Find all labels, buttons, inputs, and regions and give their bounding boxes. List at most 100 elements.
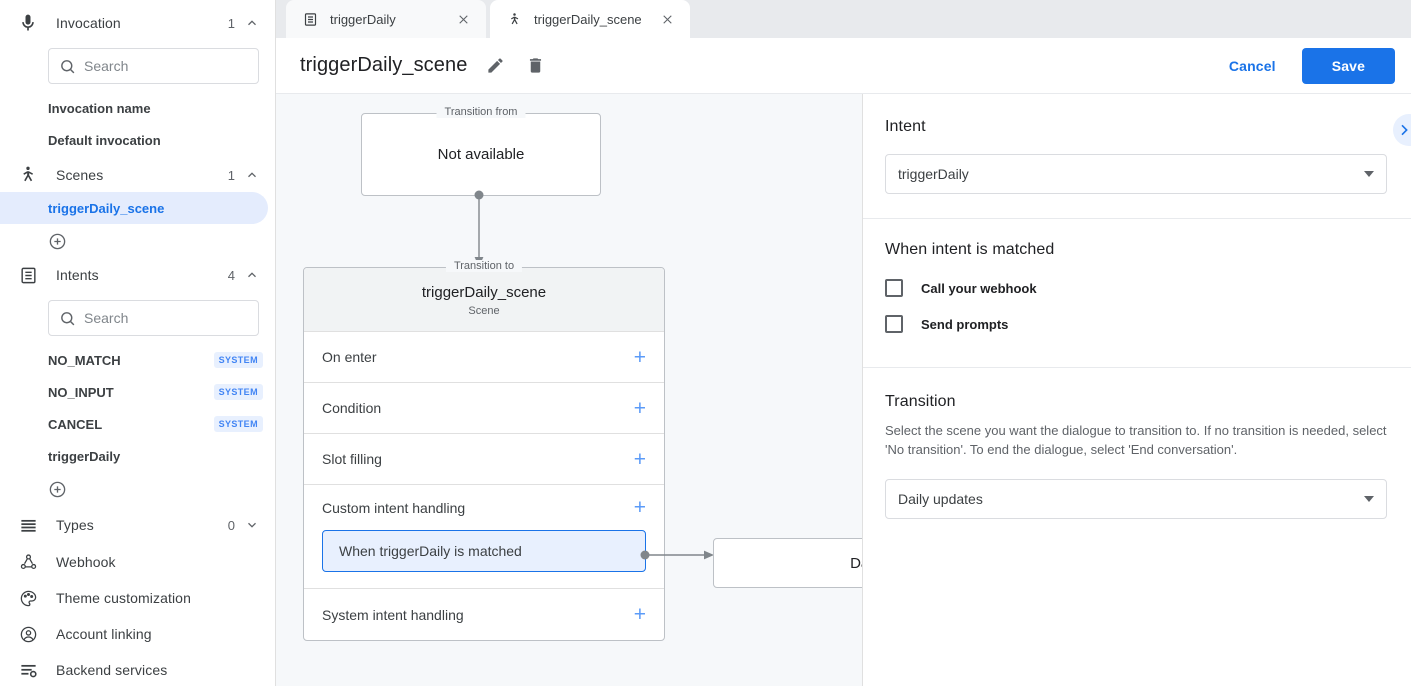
- sidebar-item-label: Default invocation: [48, 132, 161, 148]
- chevron-down-icon[interactable]: [245, 518, 259, 532]
- sidebar-item-label: Account linking: [56, 626, 152, 642]
- sidebar-item-triggerdaily-scene[interactable]: triggerDaily_scene: [0, 192, 268, 224]
- sidebar-section-label: Scenes: [56, 167, 104, 183]
- send-prompts-checkbox[interactable]: [885, 315, 903, 333]
- intent-select[interactable]: triggerDaily: [885, 154, 1387, 194]
- transition-from-node[interactable]: Transition from Not available: [361, 106, 601, 196]
- tab-label: triggerDaily_scene: [534, 11, 642, 27]
- sidebar-section-scenes[interactable]: Scenes 1: [0, 158, 275, 192]
- body-area: Transition from Not available Transition…: [276, 94, 1411, 686]
- intents-search-input[interactable]: [84, 310, 248, 326]
- sidebar-item-backend-services[interactable]: Backend services: [0, 652, 275, 686]
- connector-arrow-right: [640, 550, 714, 560]
- add-icon[interactable]: +: [633, 496, 646, 519]
- add-intent-button[interactable]: [0, 472, 275, 506]
- scene-row-slot-filling[interactable]: Slot filling +: [304, 434, 664, 485]
- sidebar-section-count: 0: [227, 517, 235, 533]
- sidebar-item-label: NO_MATCH: [48, 352, 121, 368]
- intent-select-value: triggerDaily: [898, 166, 969, 182]
- tab-triggerdaily[interactable]: triggerDaily: [286, 0, 486, 38]
- scene-row-label: System intent handling: [322, 606, 464, 623]
- invocation-search-wrap: [0, 40, 275, 84]
- transition-select[interactable]: Daily updates: [885, 479, 1387, 519]
- intent-doc-icon: [302, 11, 318, 27]
- chevron-right-icon: [1401, 124, 1408, 136]
- sidebar-item-label: Invocation name: [48, 100, 151, 116]
- webhook-icon: [16, 550, 40, 574]
- tab-triggerdaily-scene[interactable]: triggerDaily_scene: [490, 0, 690, 38]
- sidebar-item-theme-customization[interactable]: Theme customization: [0, 580, 275, 616]
- call-webhook-checkbox[interactable]: [885, 279, 903, 297]
- collapse-panel-button[interactable]: [1393, 114, 1411, 146]
- sidebar-item-account-linking[interactable]: Account linking: [0, 616, 275, 652]
- sidebar-section-label: Types: [56, 517, 94, 533]
- save-button[interactable]: Save: [1301, 47, 1395, 84]
- scene-row-label: Custom intent handling: [322, 499, 466, 516]
- sidebar-item-label: Theme customization: [56, 590, 191, 606]
- intents-search-wrap: [0, 292, 275, 336]
- cancel-button[interactable]: Cancel: [1215, 49, 1290, 83]
- sidebar-item-cancel[interactable]: CANCEL SYSTEM: [0, 408, 275, 440]
- sidebar-item-invocation-name[interactable]: Invocation name: [0, 92, 275, 124]
- sidebar-item-default-invocation[interactable]: Default invocation: [0, 124, 275, 156]
- checkbox-row-send-prompts[interactable]: Send prompts: [885, 315, 1387, 333]
- chevron-up-icon[interactable]: [245, 268, 259, 282]
- tab-strip: triggerDaily triggerDaily_scene: [276, 0, 1411, 38]
- transition-from-value: Not available: [437, 146, 525, 163]
- page-title: triggerDaily_scene: [300, 54, 468, 76]
- sidebar-section-invocation[interactable]: Invocation 1: [0, 6, 275, 40]
- add-circle-icon: [48, 480, 67, 499]
- sidebar-item-label: NO_INPUT: [48, 384, 114, 400]
- transition-heading: Transition: [885, 393, 956, 410]
- sidebar-item-label: Webhook: [56, 554, 116, 570]
- sidebar-section-types[interactable]: Types 0: [0, 506, 275, 544]
- scene-row-condition[interactable]: Condition +: [304, 383, 664, 434]
- scene-row-on-enter[interactable]: On enter +: [304, 332, 664, 383]
- add-icon[interactable]: +: [633, 345, 646, 369]
- add-icon[interactable]: +: [633, 603, 646, 626]
- add-icon[interactable]: +: [633, 396, 646, 420]
- types-lines-icon: [16, 513, 40, 537]
- chevron-up-icon[interactable]: [245, 168, 259, 182]
- scene-row-label: On enter: [322, 349, 377, 365]
- sidebar-item-triggerdaily[interactable]: triggerDaily: [0, 440, 275, 472]
- status-badge: SYSTEM: [213, 352, 263, 368]
- scene-graph-canvas[interactable]: Transition from Not available Transition…: [276, 94, 862, 686]
- scene-node[interactable]: Transition to triggerDaily_scene Scene O…: [303, 260, 665, 641]
- search-icon: [59, 58, 76, 75]
- sidebar-section-label: Invocation: [56, 15, 121, 31]
- intents-search-box[interactable]: [48, 300, 259, 336]
- trash-icon[interactable]: [523, 54, 547, 78]
- invocation-search-input[interactable]: [84, 58, 248, 74]
- invocation-search-box[interactable]: [48, 48, 259, 84]
- send-prompts-label: Send prompts: [921, 316, 1009, 332]
- sidebar-item-label: triggerDaily: [48, 448, 121, 464]
- chevron-up-icon[interactable]: [245, 16, 259, 30]
- transition-section: Transition Select the scene you want the…: [863, 368, 1411, 543]
- main-area: triggerDaily triggerDaily_scene triggerD…: [276, 0, 1411, 686]
- add-icon[interactable]: +: [633, 447, 646, 471]
- sidebar-item-no-match[interactable]: NO_MATCH SYSTEM: [0, 344, 275, 376]
- transition-to-right-value: Dail: [850, 554, 862, 572]
- scene-node-subtitle: Scene: [468, 305, 500, 317]
- checkbox-row-call-webhook[interactable]: Call your webhook: [885, 279, 1387, 297]
- scene-row-system-intent-handling[interactable]: System intent handling +: [304, 589, 664, 640]
- close-icon[interactable]: [454, 10, 472, 28]
- tab-label: triggerDaily: [330, 11, 396, 27]
- properties-panel: Intent triggerDaily When intent is match…: [862, 94, 1411, 686]
- transition-to-right-node[interactable]: Tr Dail: [713, 538, 862, 588]
- intent-section: Intent triggerDaily: [863, 94, 1411, 219]
- intent-handler-chip[interactable]: When triggerDaily is matched: [322, 530, 646, 572]
- search-icon: [59, 310, 76, 327]
- sidebar-item-webhook[interactable]: Webhook: [0, 544, 275, 580]
- scene-row-custom-intent-handling[interactable]: Custom intent handling +: [304, 485, 664, 530]
- pencil-icon[interactable]: [483, 54, 507, 78]
- sidebar-item-no-input[interactable]: NO_INPUT SYSTEM: [0, 376, 275, 408]
- scene-group-custom-intent-handling: Custom intent handling + When triggerDai…: [304, 485, 664, 589]
- close-icon[interactable]: [658, 10, 676, 28]
- sidebar-section-intents[interactable]: Intents 4: [0, 258, 275, 292]
- backend-services-icon: [16, 658, 40, 682]
- palette-icon: [16, 586, 40, 610]
- add-scene-button[interactable]: [0, 224, 275, 258]
